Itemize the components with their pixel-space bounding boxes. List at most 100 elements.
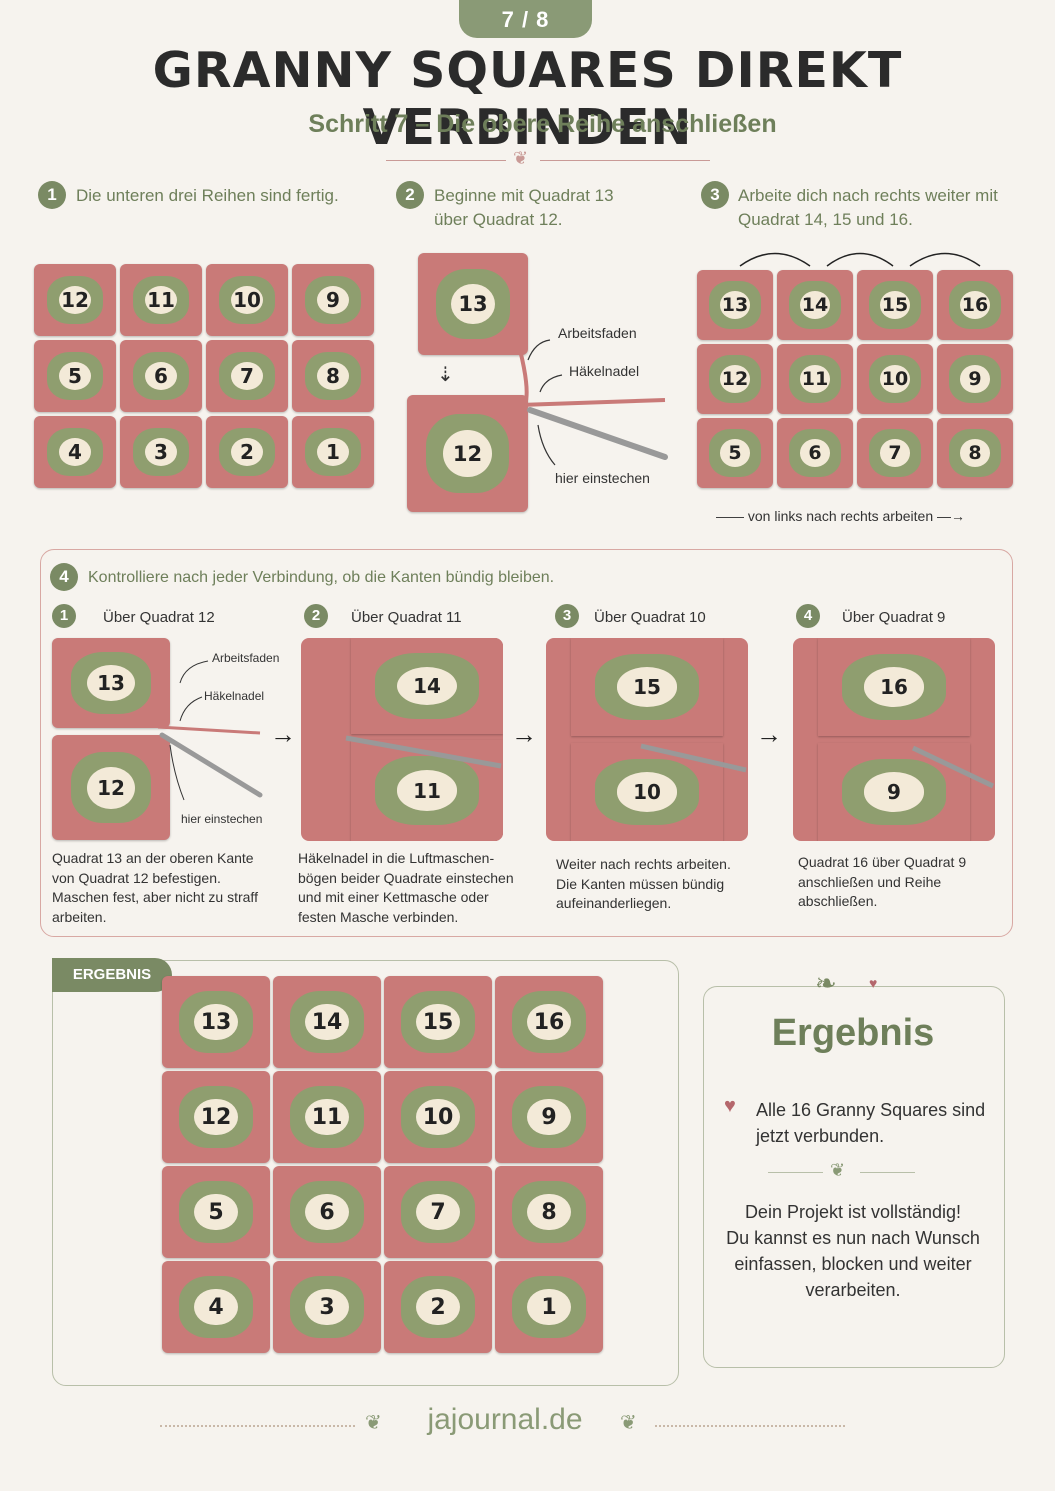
square-number: 14: [801, 294, 829, 316]
granny-square: 5: [34, 340, 116, 412]
arrow-right-icon: →: [756, 719, 782, 749]
sub1-square-12: 12: [52, 735, 170, 840]
square-number: 15: [881, 294, 909, 316]
step-4-panel: [40, 549, 1013, 937]
granny-square: 6: [777, 418, 853, 488]
square-number: 4: [68, 440, 82, 464]
square-number: 11: [801, 368, 829, 390]
label-haekelnadel: Häkelnadel: [569, 363, 640, 379]
granny-square: 15: [857, 270, 933, 340]
sub1-hook-diagram: [157, 660, 263, 801]
substep-3-title: Über Quadrat 10: [594, 609, 706, 626]
down-arrow-icon: ⇣: [437, 364, 454, 386]
square-12: 12: [407, 395, 528, 512]
square-number: 13: [200, 1009, 232, 1035]
square-number: 15: [422, 1009, 454, 1035]
sub3-description: Weiter nach rechts arbeiten.Die Kanten m…: [556, 856, 731, 911]
curved-arrows: [739, 252, 981, 267]
label-hier-einstechen: hier einstechen: [555, 470, 650, 486]
square-number: 5: [728, 442, 742, 464]
granny-square: 15: [384, 976, 492, 1068]
page-subtitle: Schritt 7 – Die obere Reihe anschließen: [308, 110, 777, 138]
divider-right: [540, 160, 710, 161]
granny-square: 13: [697, 270, 773, 340]
substep-1-title: Über Quadrat 12: [103, 609, 215, 626]
step-3-text: Arbeite dich nach rechts weiter mit Quad…: [738, 186, 998, 229]
square-number: 8: [541, 1199, 557, 1225]
substep-2-title: Über Quadrat 11: [351, 609, 462, 626]
substep-1-badge: 1: [52, 604, 76, 628]
square-number: 9: [968, 368, 982, 390]
granny-square: 2: [384, 1261, 492, 1353]
heart-icon: ♥: [869, 975, 878, 991]
granny-square: 16: [495, 976, 603, 1068]
granny-square: 10: [384, 1071, 492, 1163]
granny-square: 11: [273, 1071, 381, 1163]
granny-square: 9: [292, 264, 374, 336]
granny-square: 12: [162, 1071, 270, 1163]
granny-square: 11: [777, 344, 853, 414]
square-number: 10: [233, 288, 261, 312]
leaf-branch-icon: ❧: [815, 968, 837, 998]
footer-url[interactable]: jajournal.de: [427, 1403, 583, 1436]
sub2-photo: 14 11: [301, 638, 503, 841]
granny-square: 14: [777, 270, 853, 340]
square-number: 13: [721, 294, 749, 316]
step-3-badge: 3: [701, 181, 729, 209]
square-number: 7: [888, 442, 902, 464]
granny-square: 5: [162, 1166, 270, 1258]
summary-title: Ergebnis: [771, 1012, 935, 1054]
square-number: 1: [326, 440, 340, 464]
divider-left: [386, 160, 506, 161]
sub4-photo: 16 9: [793, 638, 995, 841]
step-1-badge: 1: [38, 181, 66, 209]
summary-box: [703, 986, 1005, 1368]
square-number: 10: [881, 368, 909, 390]
direction-note: —— von links nach rechts arbeiten —→: [716, 508, 965, 524]
granny-square: 3: [120, 416, 202, 488]
summary-divider-left: [768, 1172, 823, 1173]
square-number: 8: [326, 364, 340, 388]
granny-square: 8: [495, 1166, 603, 1258]
summary-divider-right: [860, 1172, 915, 1173]
granny-square: 5: [697, 418, 773, 488]
square-number: 5: [208, 1199, 224, 1225]
granny-square: 1: [495, 1261, 603, 1353]
step-2-badge: 2: [396, 181, 424, 209]
granny-square: 4: [162, 1261, 270, 1353]
granny-square: 8: [292, 340, 374, 412]
square-number: 6: [154, 364, 168, 388]
leaf-icon: ❦: [365, 1412, 382, 1434]
granny-square: 3: [273, 1261, 381, 1353]
footer-dotline-right: [655, 1425, 845, 1427]
square-number: 11: [147, 288, 175, 312]
square-number: 6: [808, 442, 822, 464]
substep-3-badge: 3: [555, 604, 579, 628]
square-number: 12: [61, 288, 89, 312]
granny-square: 16: [937, 270, 1013, 340]
granny-square: 9: [495, 1071, 603, 1163]
footer-dotline-left: [160, 1425, 355, 1427]
substep-2-badge: 2: [304, 604, 328, 628]
granny-square: 12: [34, 264, 116, 336]
sub1-square-13: 13: [52, 638, 170, 728]
granny-square: 6: [273, 1166, 381, 1258]
step-4-text: Kontrolliere nach jeder Verbindung, ob d…: [88, 569, 555, 586]
granny-square: 14: [273, 976, 381, 1068]
granny-square: 7: [384, 1166, 492, 1258]
summary-line2: Dein Projekt ist vollständig!Du kannst e…: [726, 1202, 980, 1300]
square-number: 9: [541, 1104, 557, 1130]
sub1-label-arbeitsfaden: Arbeitsfaden: [212, 651, 280, 665]
leaf-ornament-icon: ❦: [830, 1160, 846, 1180]
label-arbeitsfaden: Arbeitsfaden: [558, 325, 637, 341]
granny-square: 12: [697, 344, 773, 414]
square-number: 14: [311, 1009, 343, 1035]
granny-square: 10: [206, 264, 288, 336]
result-tab: ERGEBNIS: [52, 958, 172, 992]
square-number: 5: [68, 364, 82, 388]
substep-4-title: Über Quadrat 9: [842, 609, 946, 626]
granny-square: 6: [120, 340, 202, 412]
